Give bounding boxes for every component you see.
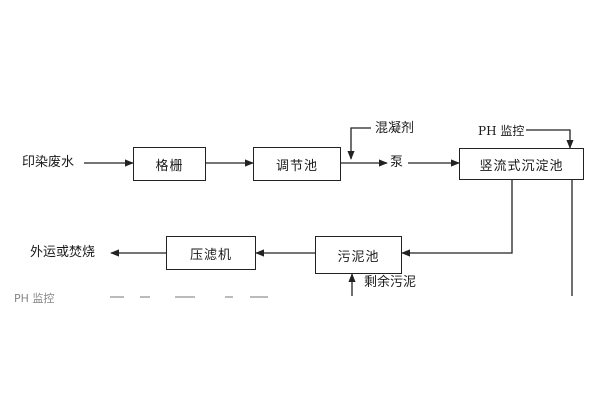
faded-mark: [140, 296, 150, 298]
node-sludge-tank: 污泥池: [315, 236, 402, 274]
faded-mark: [225, 296, 233, 298]
faded-mark: [250, 296, 268, 298]
label-disposal: 外运或焚烧: [30, 245, 96, 260]
label-cut-off: PH 监控: [14, 292, 55, 305]
edge-ph-monitor: [526, 129, 574, 149]
faded-mark: [175, 296, 195, 298]
node-filter-press: 压滤机: [166, 236, 256, 270]
label-wastewater: 印染废水: [22, 155, 75, 170]
label-ph-monitor: PH 监控: [478, 124, 525, 138]
edge-coagulant-dose: [347, 127, 371, 160]
edge-settler-to-sludge: [401, 180, 513, 257]
faded-mark: [110, 296, 124, 298]
node-adjust-tank: 调节池: [253, 147, 341, 181]
label-coagulant: 混凝剂: [375, 121, 415, 136]
node-vertical-settler: 竖流式沉淀池: [459, 148, 584, 180]
node-grille: 格栅: [133, 147, 206, 181]
label-pump: 泵: [390, 155, 404, 170]
label-excess-sludge: 剩余污泥: [364, 275, 417, 290]
